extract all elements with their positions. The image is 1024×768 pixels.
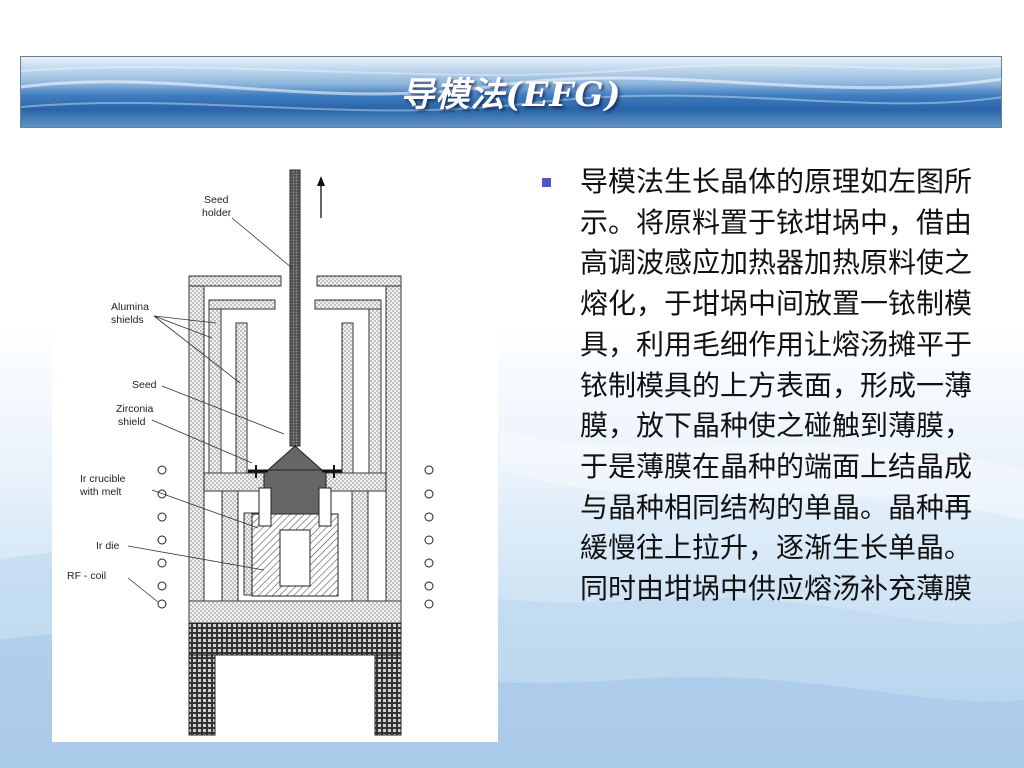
label-seed-holder-1: Seed	[204, 194, 229, 206]
rf-coil-right	[424, 465, 434, 609]
seed-rod	[289, 169, 301, 447]
efg-diagram: Seed holder Alumina shields Seed Zirconi…	[52, 158, 498, 742]
label-zirconia-2: shield	[118, 416, 146, 428]
label-seed-holder-2: holder	[202, 207, 232, 219]
label-alumina-2: shields	[111, 314, 144, 326]
title-band-decoration	[21, 64, 1001, 112]
title-band: 导模法(EFG)	[20, 56, 1002, 128]
label-zirconia-1: Zirconia	[116, 403, 154, 415]
slide-title: 导模法(EFG)	[400, 75, 622, 115]
bullet-square-icon	[542, 178, 551, 187]
label-crucible-1: Ir crucible	[80, 473, 126, 485]
bullet-paragraph: 导模法生长晶体的原理如左图所示。将原料置于铱坩埚中，借由高调波感应加热器加热原料…	[580, 165, 973, 606]
label-crucible-2: with melt	[79, 486, 122, 498]
label-alumina-1: Alumina	[111, 301, 149, 313]
label-seed: Seed	[132, 379, 157, 391]
label-rf-coil: RF - coil	[67, 570, 106, 582]
label-ir-die: Ir die	[96, 540, 120, 552]
rf-coil-left	[157, 465, 167, 609]
efg-diagram-svg: Seed holder Alumina shields Seed Zirconi…	[67, 169, 434, 736]
